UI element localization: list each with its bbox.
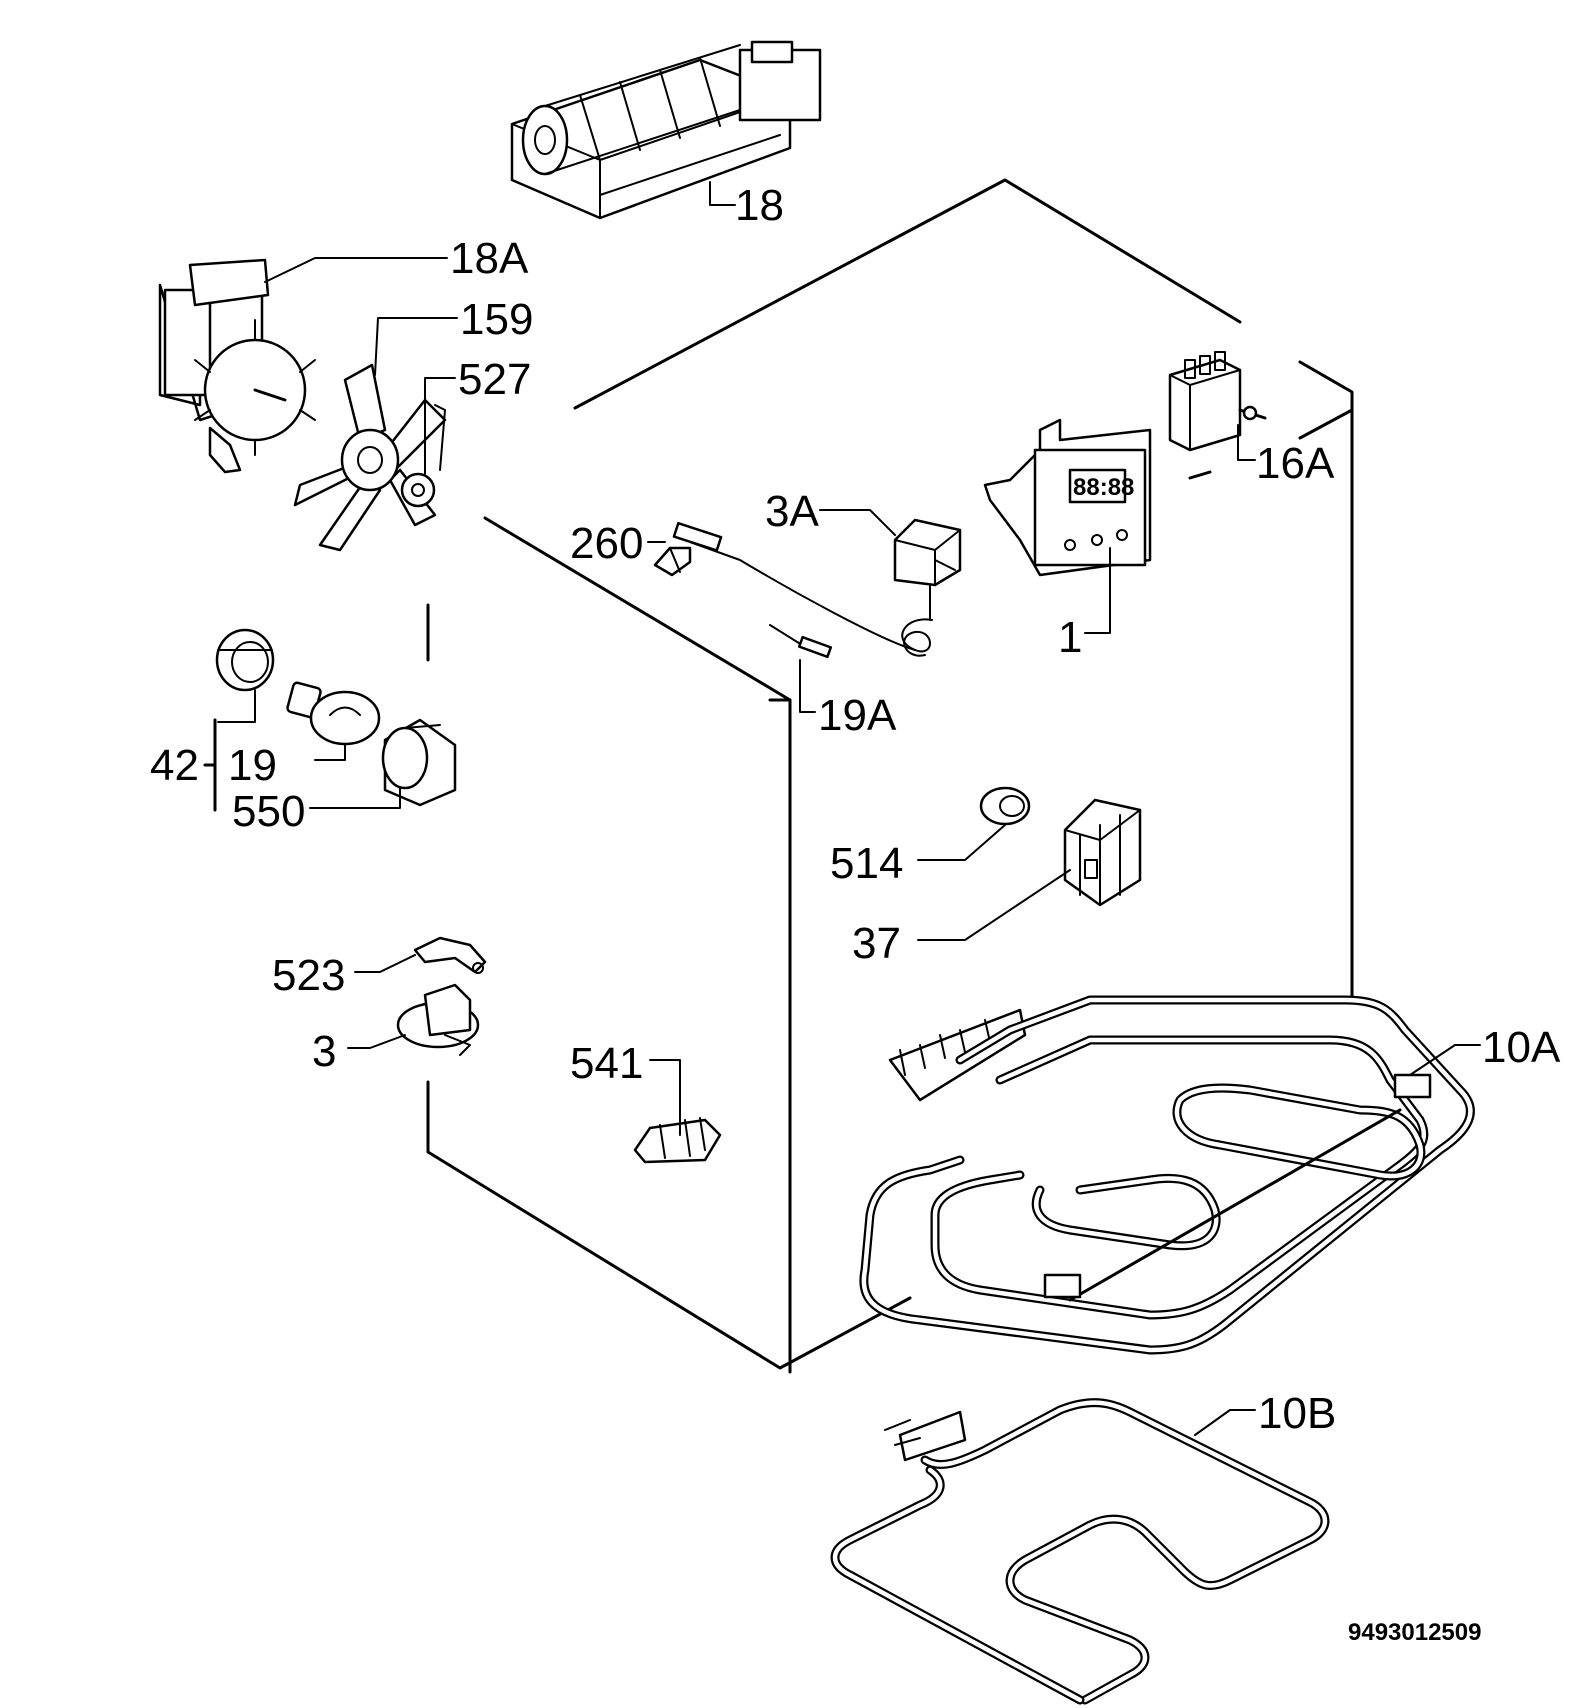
- leader-18a: [264, 257, 448, 283]
- leader-527: [424, 377, 456, 476]
- label-3: 3: [312, 1027, 336, 1076]
- leader-16a: [1237, 424, 1256, 461]
- lamp-group-bracket: [203, 718, 217, 812]
- leader-550: [309, 787, 401, 809]
- label-3a: 3A: [765, 487, 819, 536]
- leader-523: [354, 954, 416, 973]
- label-260: 260: [570, 519, 643, 568]
- timer-display-part: 88:88: [983, 418, 1152, 577]
- label-10b: 10B: [1258, 1389, 1336, 1438]
- leader-37: [917, 869, 1071, 941]
- selector-switch-part: [1168, 351, 1267, 452]
- label-19a: 19A: [818, 691, 897, 740]
- label-42: 42: [150, 741, 199, 790]
- leader-42: [217, 689, 256, 723]
- label-550: 550: [232, 787, 305, 836]
- leader-3a: [819, 509, 896, 536]
- leader-159: [374, 317, 458, 376]
- clamp-part: [413, 936, 487, 974]
- label-18: 18: [735, 181, 784, 230]
- fan-blade-part: [293, 363, 447, 552]
- label-19: 19: [228, 741, 277, 790]
- oven-cabinet-outline: [426, 178, 1354, 1374]
- temperature-sensor-part: [769, 624, 833, 659]
- leader-3: [347, 1034, 406, 1049]
- lamp-holder-part: [215, 628, 275, 692]
- label-1: 1: [1058, 613, 1082, 662]
- leader-10b: [1194, 1409, 1256, 1436]
- leader-10a: [1409, 1044, 1481, 1076]
- label-527: 527: [458, 355, 531, 404]
- safety-thermostat-part: [396, 983, 480, 1056]
- leader-514: [917, 824, 1006, 861]
- label-541: 541: [570, 1039, 643, 1088]
- svg-text:88:88: 88:88: [1073, 474, 1134, 501]
- fan-nut-part: [400, 404, 446, 508]
- label-523: 523: [272, 951, 345, 1000]
- leader-19: [314, 743, 346, 761]
- thermostat-part: [672, 518, 962, 657]
- label-514: 514: [830, 839, 903, 888]
- label-16a: 16A: [1256, 439, 1335, 488]
- label-18a: 18A: [450, 234, 529, 283]
- fan-motor-part: [158, 258, 316, 474]
- leader-19a: [799, 659, 816, 713]
- label-37: 37: [852, 919, 901, 968]
- lamp-cover-part: [381, 718, 457, 807]
- diagram-code: 9493012509: [1348, 1619, 1481, 1646]
- bottom-heating-element-part: [830, 1398, 1330, 1705]
- leader-541: [649, 1059, 681, 1136]
- leader-1: [1084, 547, 1111, 634]
- label-159: 159: [460, 295, 533, 344]
- lamp-bulb-part: [286, 681, 381, 746]
- leader-18: [709, 181, 736, 206]
- terminal-block-part: [1063, 798, 1142, 907]
- tangential-fan-part: [510, 40, 822, 220]
- label-10a: 10A: [1482, 1023, 1561, 1072]
- top-heating-element-part: [859, 995, 1475, 1355]
- grommet-part: [979, 786, 1031, 826]
- wire-clip-part: [633, 1117, 722, 1164]
- clip-part: [653, 546, 692, 577]
